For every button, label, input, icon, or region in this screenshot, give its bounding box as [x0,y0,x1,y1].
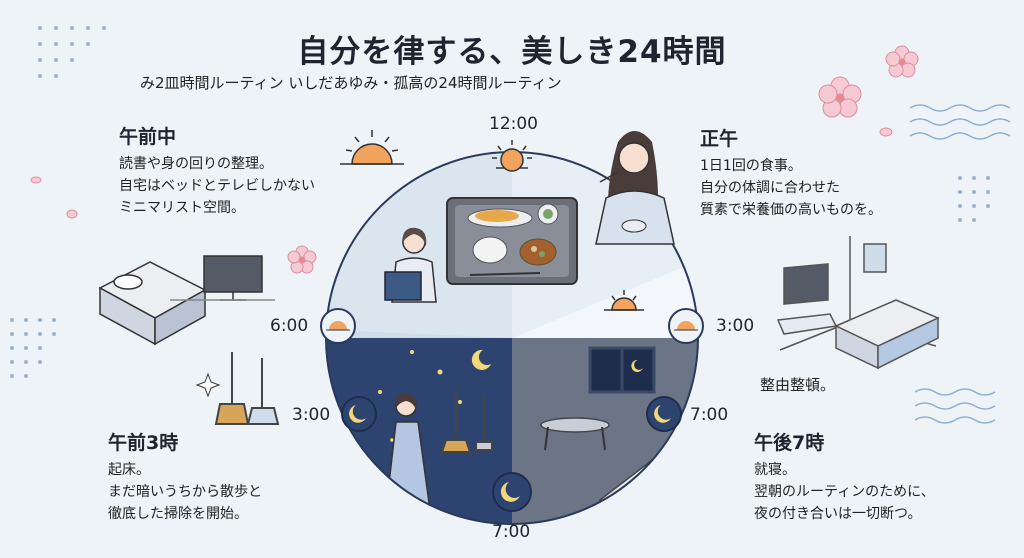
clock-label-lower-right: 7:00 [690,405,729,425]
badge-sunset-3-icon [668,308,704,344]
section-line: 読書や身の回りの整理。 [119,156,273,172]
wave-lines-right [909,104,1011,424]
clock-label-right: 3:00 [716,316,755,336]
badge-moon-left-icon [341,396,377,432]
section-line: 翌朝のルーティンのために、 [754,484,935,500]
section-early: 午前3時 起床。 まだ暗いうちから散歩と 徹底した掃除を開始。 [108,428,262,525]
section-evening: 午後7時 就寝。 翌朝のルーティンのために、 夜の付き合いは一切断つ。 [754,428,935,525]
section-morning: 午前中 読書や身の回りの整理。 自宅はベッドとテレビしかない ミニマリスト空間。 [119,122,315,219]
afternoon-note: 整由整頓。 [760,376,836,394]
dot-pattern-bottom-left [10,318,56,378]
meal-tray [446,197,578,285]
clock-label-top: 12:00 [489,114,538,134]
section-line: 起床。 [108,462,150,478]
eating-woman-illustration [595,131,675,245]
section-line: 徹底した掃除を開始。 [108,506,248,522]
section-heading: 午前中 [119,126,177,148]
sunrise-icon [340,130,404,165]
sakura-flower-icon [30,45,919,274]
section-line: ミニマリスト空間。 [119,200,245,216]
section-line: 自分の体調に合わせた [700,180,840,196]
clock-label-left: 6:00 [270,316,309,336]
broom-illustration [440,390,493,453]
section-line: 質素で栄養価の高いものを。 [700,202,882,218]
section-line: 自宅はベッドとテレビしかない [119,178,315,194]
badge-moon-bottom-icon [492,472,532,512]
dot-pattern-right [958,176,990,222]
section-line: 夜の付き合いは一切断つ。 [754,506,922,522]
section-line: まだ暗いうちから散歩と [108,484,262,500]
reading-woman-illustration [384,227,437,303]
bed-tv-illustration [98,255,275,346]
section-heading: 午後7時 [754,432,825,454]
page-subtitle: み2皿時間ルーティン いしだあゆみ・孤高の24時間ルーティン [140,74,562,92]
sunset-icon [604,290,644,311]
cleaning-tools-illustration [195,352,280,425]
page-title: 自分を律する、美しき24時間 [297,34,727,70]
sun-icon [492,140,532,172]
section-noon: 正午 1日1回の食事。 自分の体調に合わせた 質素で栄養価の高いものを。 [700,124,882,221]
section-line: 就寝。 [754,462,796,478]
section-line: 1日1回の食事。 [700,158,802,174]
badge-moon-right-icon [646,396,682,432]
section-heading: 午前3時 [108,432,179,454]
badge-sunrise-6-icon [320,308,356,344]
clock-label-lower-left: 3:00 [292,405,331,425]
section-heading: 正午 [700,128,739,150]
room-bed-tv-illustration [776,236,940,370]
dot-pattern-top-left [38,26,106,78]
clock-label-bottom: 7:00 [492,522,531,542]
